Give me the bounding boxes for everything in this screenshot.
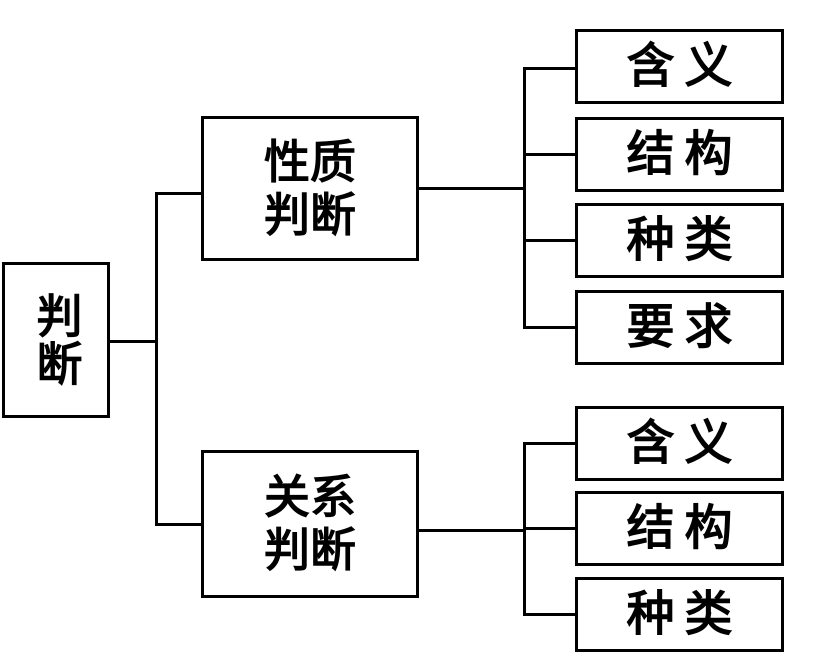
- leaf-node: 结构: [575, 491, 784, 566]
- leaf-node: 含义: [575, 29, 784, 104]
- connector-line: [523, 442, 576, 445]
- leaf-node: 含义: [575, 406, 784, 481]
- leaf-label: 要求: [626, 298, 743, 355]
- leaf-node: 要求: [575, 290, 784, 365]
- connector-line: [523, 326, 576, 329]
- connector-line: [416, 187, 524, 190]
- connector-line: [523, 67, 576, 70]
- root-node: 判断: [2, 262, 110, 418]
- leaf-label: 种类: [626, 211, 743, 268]
- leaf-label: 含义: [626, 37, 743, 94]
- connector-line: [416, 529, 524, 532]
- connector-line: [523, 527, 576, 530]
- connector-line: [523, 67, 526, 328]
- connector-line: [523, 153, 576, 156]
- leaf-label: 种类: [626, 585, 743, 642]
- connector-line: [108, 340, 156, 343]
- connector-line: [523, 239, 576, 242]
- branch-label-line1: 性质: [264, 134, 356, 189]
- connector-line: [523, 613, 576, 616]
- leaf-label: 结构: [626, 499, 743, 556]
- branch-node-nature: 性质 判断: [201, 116, 419, 261]
- leaf-label: 结构: [626, 125, 743, 182]
- root-label: 判断: [29, 292, 84, 388]
- leaf-label: 含义: [626, 414, 743, 471]
- connector-line: [155, 192, 158, 525]
- branch-node-relation: 关系 判断: [201, 450, 419, 598]
- leaf-node: 结构: [575, 117, 784, 192]
- branch-label-line2: 判断: [264, 187, 356, 242]
- connector-line: [155, 192, 203, 195]
- leaf-node: 种类: [575, 203, 784, 278]
- connector-line: [155, 523, 203, 526]
- branch-label-line1: 关系: [264, 470, 356, 525]
- leaf-node: 种类: [575, 577, 784, 652]
- branch-label-line2: 判断: [264, 523, 356, 577]
